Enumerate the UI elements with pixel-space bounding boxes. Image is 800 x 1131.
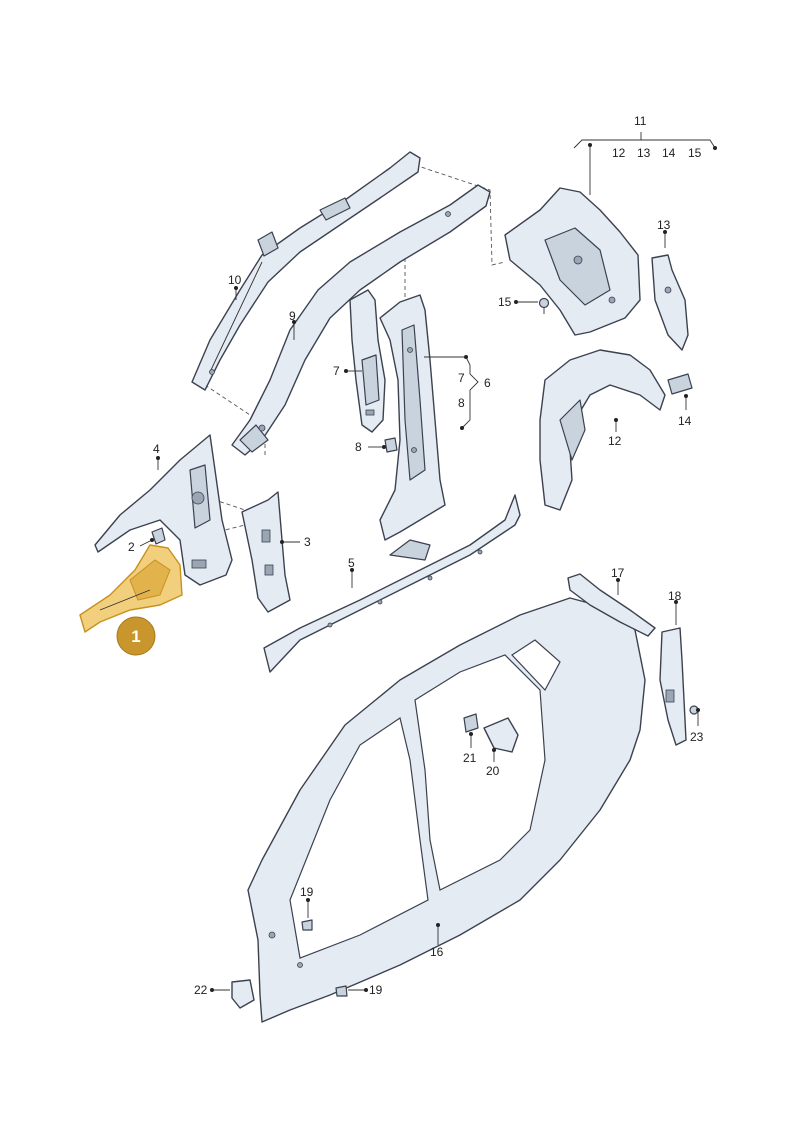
part-6-b-pillar	[379, 294, 446, 541]
part-8-bracket	[384, 437, 398, 453]
label-13-top: 13	[637, 146, 651, 160]
part-1-badge[interactable]: 1	[116, 616, 156, 656]
label-6: 6	[484, 376, 491, 390]
part-22-bracket	[231, 979, 255, 1009]
part-12-wheelhouse	[539, 349, 666, 511]
label-2: 2	[128, 540, 135, 554]
label-9: 9	[289, 309, 296, 323]
part-7-b-pillar-reinforcement	[349, 289, 386, 433]
part-13-bracket	[651, 254, 689, 351]
part-19a-clip	[301, 919, 313, 931]
part-16-side-panel	[247, 597, 646, 1023]
label-3: 3	[304, 535, 311, 549]
label-20: 20	[486, 764, 500, 778]
label-5: 5	[348, 556, 355, 570]
label-7-left: 7	[333, 364, 340, 378]
part-19b-clip	[335, 985, 348, 997]
part-11-rear-quarter-inner	[504, 187, 641, 336]
part-18-rear-bracket	[659, 627, 687, 746]
label-21: 21	[463, 751, 477, 765]
label-4: 4	[153, 442, 160, 456]
label-12-top: 12	[612, 146, 626, 160]
label-23: 23	[690, 730, 704, 744]
label-1: 1	[131, 627, 140, 646]
part-21-nut	[463, 713, 479, 733]
label-14-lower: 14	[678, 414, 692, 428]
label-22: 22	[194, 983, 208, 997]
part-10-roof-rail	[191, 151, 421, 391]
label-15-top: 15	[688, 146, 702, 160]
part-1-highlighted-member	[79, 544, 183, 633]
part-5-side-sill	[263, 494, 521, 673]
label-18: 18	[668, 589, 682, 603]
part-17-rail	[567, 573, 656, 637]
label-15-left: 15	[498, 295, 512, 309]
part-4-a-pillar-lower	[94, 434, 233, 586]
part-labels: 11 12 13 14 15 10 9 7 8 7 6 8 4 2 3 5 13…	[128, 114, 704, 997]
label-8-left: 8	[355, 440, 362, 454]
label-7-right: 7	[458, 371, 465, 385]
label-12-lower: 12	[608, 434, 622, 448]
leader-lines	[135, 132, 717, 992]
label-19-lower: 19	[369, 983, 383, 997]
label-14-top: 14	[662, 146, 676, 160]
part-2-clip	[151, 527, 166, 545]
label-16: 16	[430, 945, 444, 959]
label-8-right: 8	[458, 396, 465, 410]
label-13-right: 13	[657, 218, 671, 232]
label-10: 10	[228, 273, 242, 287]
small-fasteners	[231, 705, 699, 1009]
part-14-bracket	[667, 373, 693, 395]
label-17: 17	[611, 566, 625, 580]
part-15-bolt	[538, 297, 550, 314]
part-20-bracket	[483, 717, 519, 753]
part-3-reinforcement	[241, 491, 291, 613]
label-11: 11	[634, 114, 647, 128]
label-19-upper: 19	[300, 885, 314, 899]
